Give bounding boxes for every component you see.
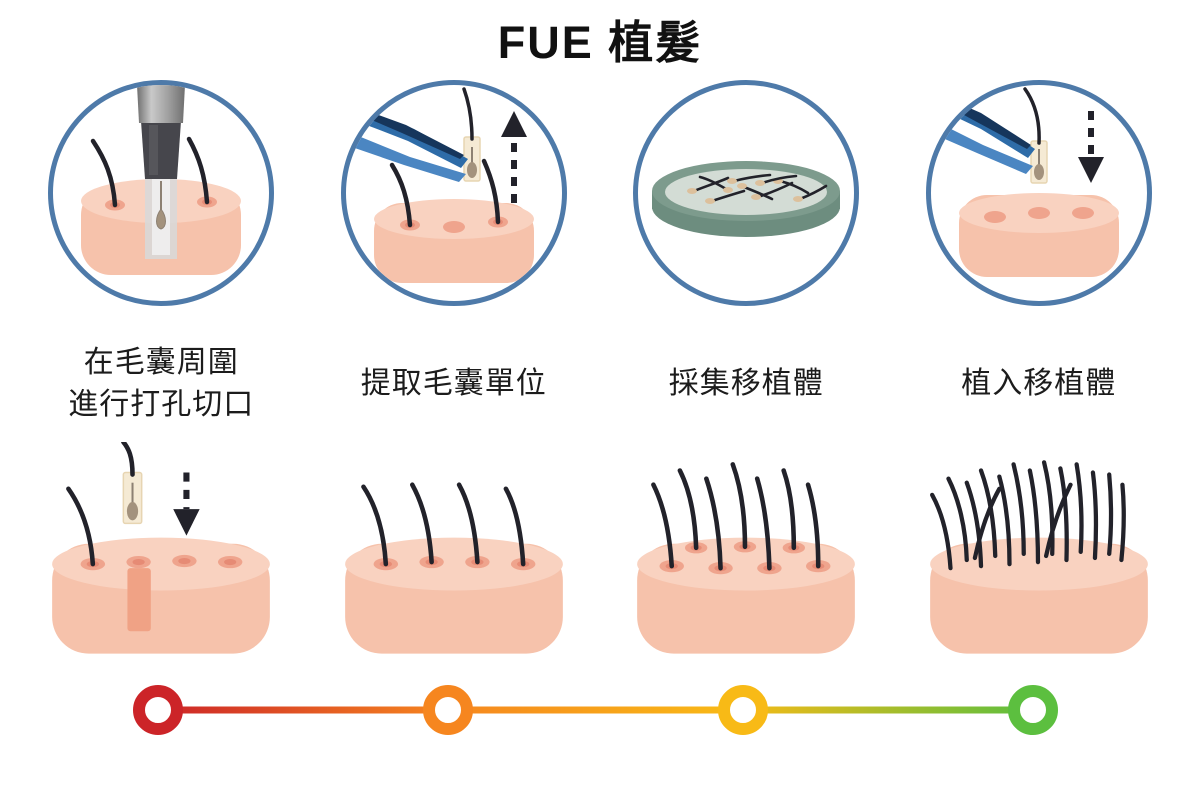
timeline-node-1 xyxy=(133,684,183,735)
skin-block xyxy=(52,537,271,654)
step-1-label: 在毛囊周圍 進行打孔切口 xyxy=(68,345,255,421)
step-labels-row: 在毛囊周圍 進行打孔切口 提取毛囊單位 採集移植體 植入移植體 xyxy=(15,336,1185,432)
step-1-circle xyxy=(48,79,275,306)
timeline-node-2 xyxy=(423,684,473,735)
progress-timeline xyxy=(0,678,1200,742)
petri-dish-grafts-icon xyxy=(652,160,841,237)
skin-block xyxy=(958,192,1119,277)
hair-graft xyxy=(121,441,143,524)
step-3-circle xyxy=(633,79,860,306)
step-2-label: 提取毛囊單位 xyxy=(360,366,547,400)
timeline-node-4 xyxy=(1008,684,1058,735)
hairs xyxy=(389,158,500,227)
steps-row xyxy=(15,79,1185,306)
timeline-gradient-line xyxy=(158,706,1033,713)
hair-graft xyxy=(1023,86,1048,184)
regrowth-row xyxy=(15,441,1185,676)
tweezers-implant-graft-icon xyxy=(930,86,1119,277)
punch-tool-scalp-icon xyxy=(81,84,242,275)
tweezers xyxy=(345,102,468,182)
grafts-in-dish xyxy=(687,173,828,204)
tweezers xyxy=(930,90,1035,174)
skin-block xyxy=(373,198,534,283)
step-4-circle xyxy=(925,79,1152,306)
tweezers-extract-graft-icon xyxy=(345,86,534,283)
hairs xyxy=(651,461,821,570)
hair-graft xyxy=(462,86,481,182)
hairs xyxy=(929,459,1126,570)
hair xyxy=(66,486,96,566)
step-2-circle xyxy=(340,79,567,306)
punch-tool xyxy=(137,84,186,259)
timeline-node-3 xyxy=(718,684,768,735)
skin-block xyxy=(344,537,563,654)
scalp-dense-icon xyxy=(911,442,1167,676)
arrow-up-dashed-icon xyxy=(500,110,527,203)
hairs xyxy=(91,136,210,207)
scalp-implant-start-icon xyxy=(33,441,289,676)
arrow-down-dashed-icon xyxy=(173,472,200,536)
scalp-sparse-icon xyxy=(326,442,582,676)
hairs xyxy=(360,481,526,566)
scalp-medium-icon xyxy=(618,442,874,676)
petri-dish xyxy=(652,160,841,237)
arrow-down-dashed-icon xyxy=(1077,110,1104,183)
step-4-label: 植入移植體 xyxy=(961,366,1117,400)
page-title: FUE 植髮 xyxy=(497,17,703,68)
step-3-label: 採集移植體 xyxy=(668,366,824,400)
